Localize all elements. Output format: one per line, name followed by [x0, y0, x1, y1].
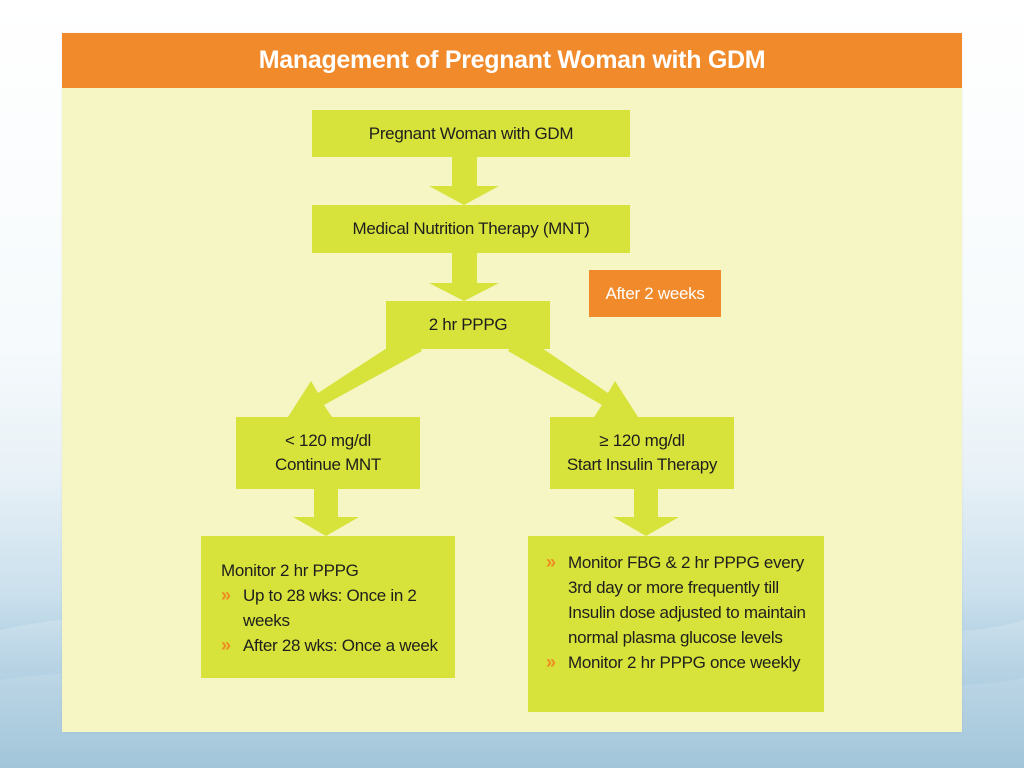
mnt-box: Medical Nutrition Therapy (MNT) [312, 205, 630, 253]
arrow-mnt-to-test [429, 253, 499, 301]
flow-connectors [288, 157, 679, 536]
low-detail-bullet-2: After 28 wks: Once a week [243, 636, 438, 655]
slide-panel: Management of Pregnant Woman with GDM Pr… [62, 33, 962, 732]
low-detail-bullet-1: Up to 28 wks: Once in 2 weeks [243, 586, 417, 630]
test-label: 2 hr PPPG [428, 315, 508, 334]
list-item: » Up to 28 wks: Once in 2 weeks [221, 583, 441, 633]
arrow-test-to-high [508, 333, 638, 417]
low-detail-box: Monitor 2 hr PPPG » Up to 28 wks: Once i… [201, 536, 455, 678]
test-box: 2 hr PPPG [386, 301, 550, 349]
start-label: Pregnant Woman with GDM [368, 123, 574, 143]
list-item: » Monitor FBG & 2 hr PPPG every 3rd day … [546, 550, 814, 650]
double-chevron-right-icon: » [221, 585, 231, 605]
start-box: Pregnant Woman with GDM [312, 110, 630, 157]
double-chevron-right-icon: » [221, 635, 231, 655]
high-detail-box: » Monitor FBG & 2 hr PPPG every 3rd day … [528, 536, 824, 712]
low-result-box: < 120 mg/dl Continue MNT [236, 417, 420, 489]
high-detail-bullet-1: Monitor FBG & 2 hr PPPG every 3rd day or… [568, 553, 806, 647]
low-threshold-label: < 120 mg/dl [284, 431, 371, 450]
interval-note-label: After 2 weeks [605, 283, 705, 303]
list-item: » After 28 wks: Once a week [221, 633, 441, 658]
mnt-label: Medical Nutrition Therapy (MNT) [352, 219, 590, 238]
list-item: » Monitor 2 hr PPPG once weekly [546, 650, 814, 675]
arrow-low-to-detail [293, 489, 359, 536]
slide-title: Management of Pregnant Woman with GDM [62, 33, 962, 88]
low-action-label: Continue MNT [275, 455, 381, 474]
high-result-box: ≥ 120 mg/dl Start Insulin Therapy [550, 417, 734, 489]
arrow-test-to-low [288, 333, 422, 417]
double-chevron-right-icon: » [546, 552, 556, 572]
double-chevron-right-icon: » [546, 652, 556, 672]
low-detail-heading: Monitor 2 hr PPPG [221, 561, 359, 580]
interval-note: After 2 weeks [589, 270, 721, 317]
high-threshold-label: ≥ 120 mg/dl [599, 431, 685, 450]
arrow-start-to-mnt [429, 157, 499, 205]
high-detail-bullet-2: Monitor 2 hr PPPG once weekly [568, 653, 801, 672]
arrow-high-to-detail [613, 489, 679, 536]
high-action-label: Start Insulin Therapy [566, 455, 718, 474]
